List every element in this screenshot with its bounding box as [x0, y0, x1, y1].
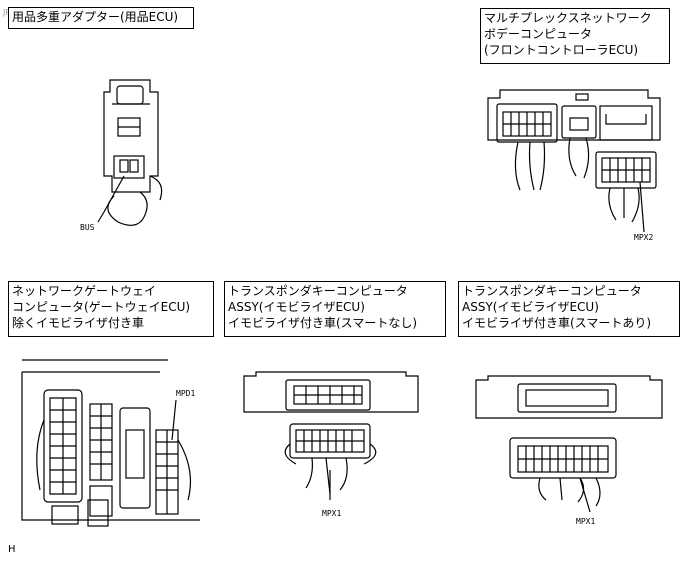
label-line: トランスポンダキーコンピュータ [462, 284, 642, 298]
label-line: 用品多重アダプター(用品ECU) [12, 10, 179, 24]
label-line: ASSY(イモビライザECU) [462, 300, 599, 314]
label-line: ボデーコンピュータ [484, 27, 593, 41]
footer-mark: H [8, 544, 16, 555]
label-body-computer: マルチプレックスネットワーク ボデーコンピュータ (フロントコントローラECU) [480, 8, 670, 64]
gateway-computer-drawing [21, 359, 200, 527]
adapter-connector-drawing [97, 79, 163, 226]
label-transponder-smart: トランスポンダキーコンピュータ ASSY(イモビライザECU) イモビライザ付き… [458, 281, 680, 337]
label-gateway-computer: ネットワークゲートウェイ コンピュータ(ゲートウェイECU) 除くイモビライザ付… [8, 281, 214, 337]
label-transponder-no-smart: トランスポンダキーコンピュータ ASSY(イモビライザECU) イモビライザ付き… [224, 281, 446, 337]
tag-mpx1-nosmart: MPX1 [322, 509, 341, 518]
transponder-smart-drawing [475, 375, 663, 513]
body-computer-drawing [487, 89, 661, 233]
label-line: (フロントコントローラECU) [484, 43, 639, 57]
label-line: ネットワークゲートウェイ [12, 284, 157, 298]
tag-mpd1: MPD1 [176, 389, 195, 398]
label-line: トランスポンダキーコンピュータ [228, 284, 408, 298]
label-accessory-adapter: 用品多重アダプター(用品ECU) [8, 7, 194, 29]
transponder-nosmart-drawing [243, 371, 419, 500]
label-line: イモビライザ付き車(スマートあり) [462, 316, 652, 330]
tag-bus: BUS [80, 223, 95, 232]
label-line: イモビライザ付き車(スマートなし) [228, 316, 418, 330]
label-line: ASSY(イモビライザECU) [228, 300, 365, 314]
tag-mpx1-smart: MPX1 [576, 517, 595, 526]
tag-mpx2: MPX2 [634, 233, 653, 242]
label-line: 除くイモビライザ付き車 [12, 316, 145, 330]
label-line: コンピュータ(ゲートウェイECU) [12, 300, 191, 314]
label-line: マルチプレックスネットワーク [484, 11, 652, 25]
